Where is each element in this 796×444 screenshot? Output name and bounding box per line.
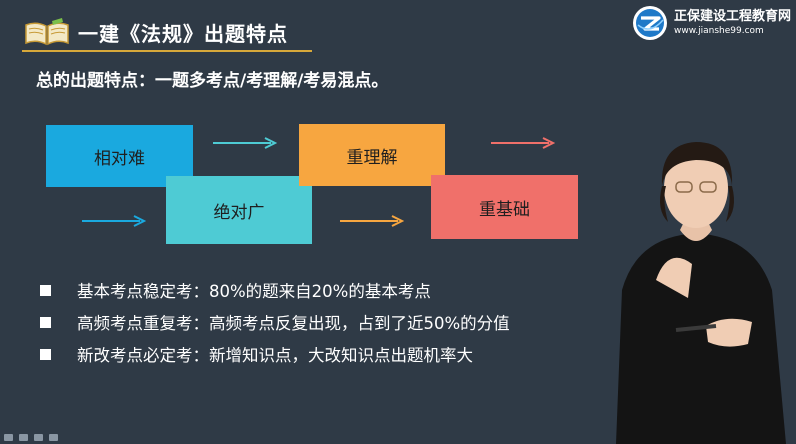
square-bullet-icon [40, 348, 51, 360]
bullet-item: 高频考点重复考：高频考点反复出现，占到了近50%的分值 [36, 306, 510, 338]
bullet-item: 新改考点必定考：新增知识点，大改知识点出题机率大 [36, 338, 510, 370]
bullet-list: 基本考点稳定考：80%的题来自20%的基本考点 高频考点重复考：高频考点反复出现… [36, 274, 510, 370]
control-icon[interactable] [19, 434, 28, 441]
logo-url: www.jianshe99.com [674, 26, 764, 36]
arrow-right-icon [340, 215, 404, 227]
box-emphasize-understanding: 重理解 [299, 124, 445, 186]
presenter-figure [616, 142, 786, 444]
control-icon[interactable] [34, 434, 43, 441]
box-absolutely-broad: 绝对广 [166, 176, 312, 244]
brand-logo: 正保建设工程教育网 www.jianshe99.com [632, 4, 792, 42]
bullet-text: 基本考点稳定考：80%的题来自20%的基本考点 [77, 282, 431, 301]
bullet-text: 新改考点必定考：新增知识点，大改知识点出题机率大 [77, 346, 473, 365]
control-icon[interactable] [4, 434, 13, 441]
arrow-right-icon [491, 137, 555, 149]
slide-title-bar: 一建《法规》出题特点 [22, 14, 312, 52]
arrow-right-icon [82, 215, 146, 227]
logo-name: 正保建设工程教育网 [674, 9, 792, 24]
player-controls [0, 434, 74, 444]
bullet-item: 基本考点稳定考：80%的题来自20%的基本考点 [36, 274, 510, 306]
zhengbao-logo-icon [633, 6, 667, 40]
square-bullet-icon [40, 316, 51, 328]
arrow-right-icon [213, 137, 277, 149]
control-icon[interactable] [49, 434, 58, 441]
subtitle: 总的出题特点：一题多考点/考理解/考易混点。 [36, 71, 389, 91]
square-bullet-icon [40, 284, 51, 296]
bullet-text: 高频考点重复考：高频考点反复出现，占到了近50%的分值 [77, 314, 510, 333]
open-book-icon [25, 18, 69, 46]
slide-title: 一建《法规》出题特点 [78, 21, 288, 46]
box-emphasize-basics: 重基础 [431, 175, 578, 239]
